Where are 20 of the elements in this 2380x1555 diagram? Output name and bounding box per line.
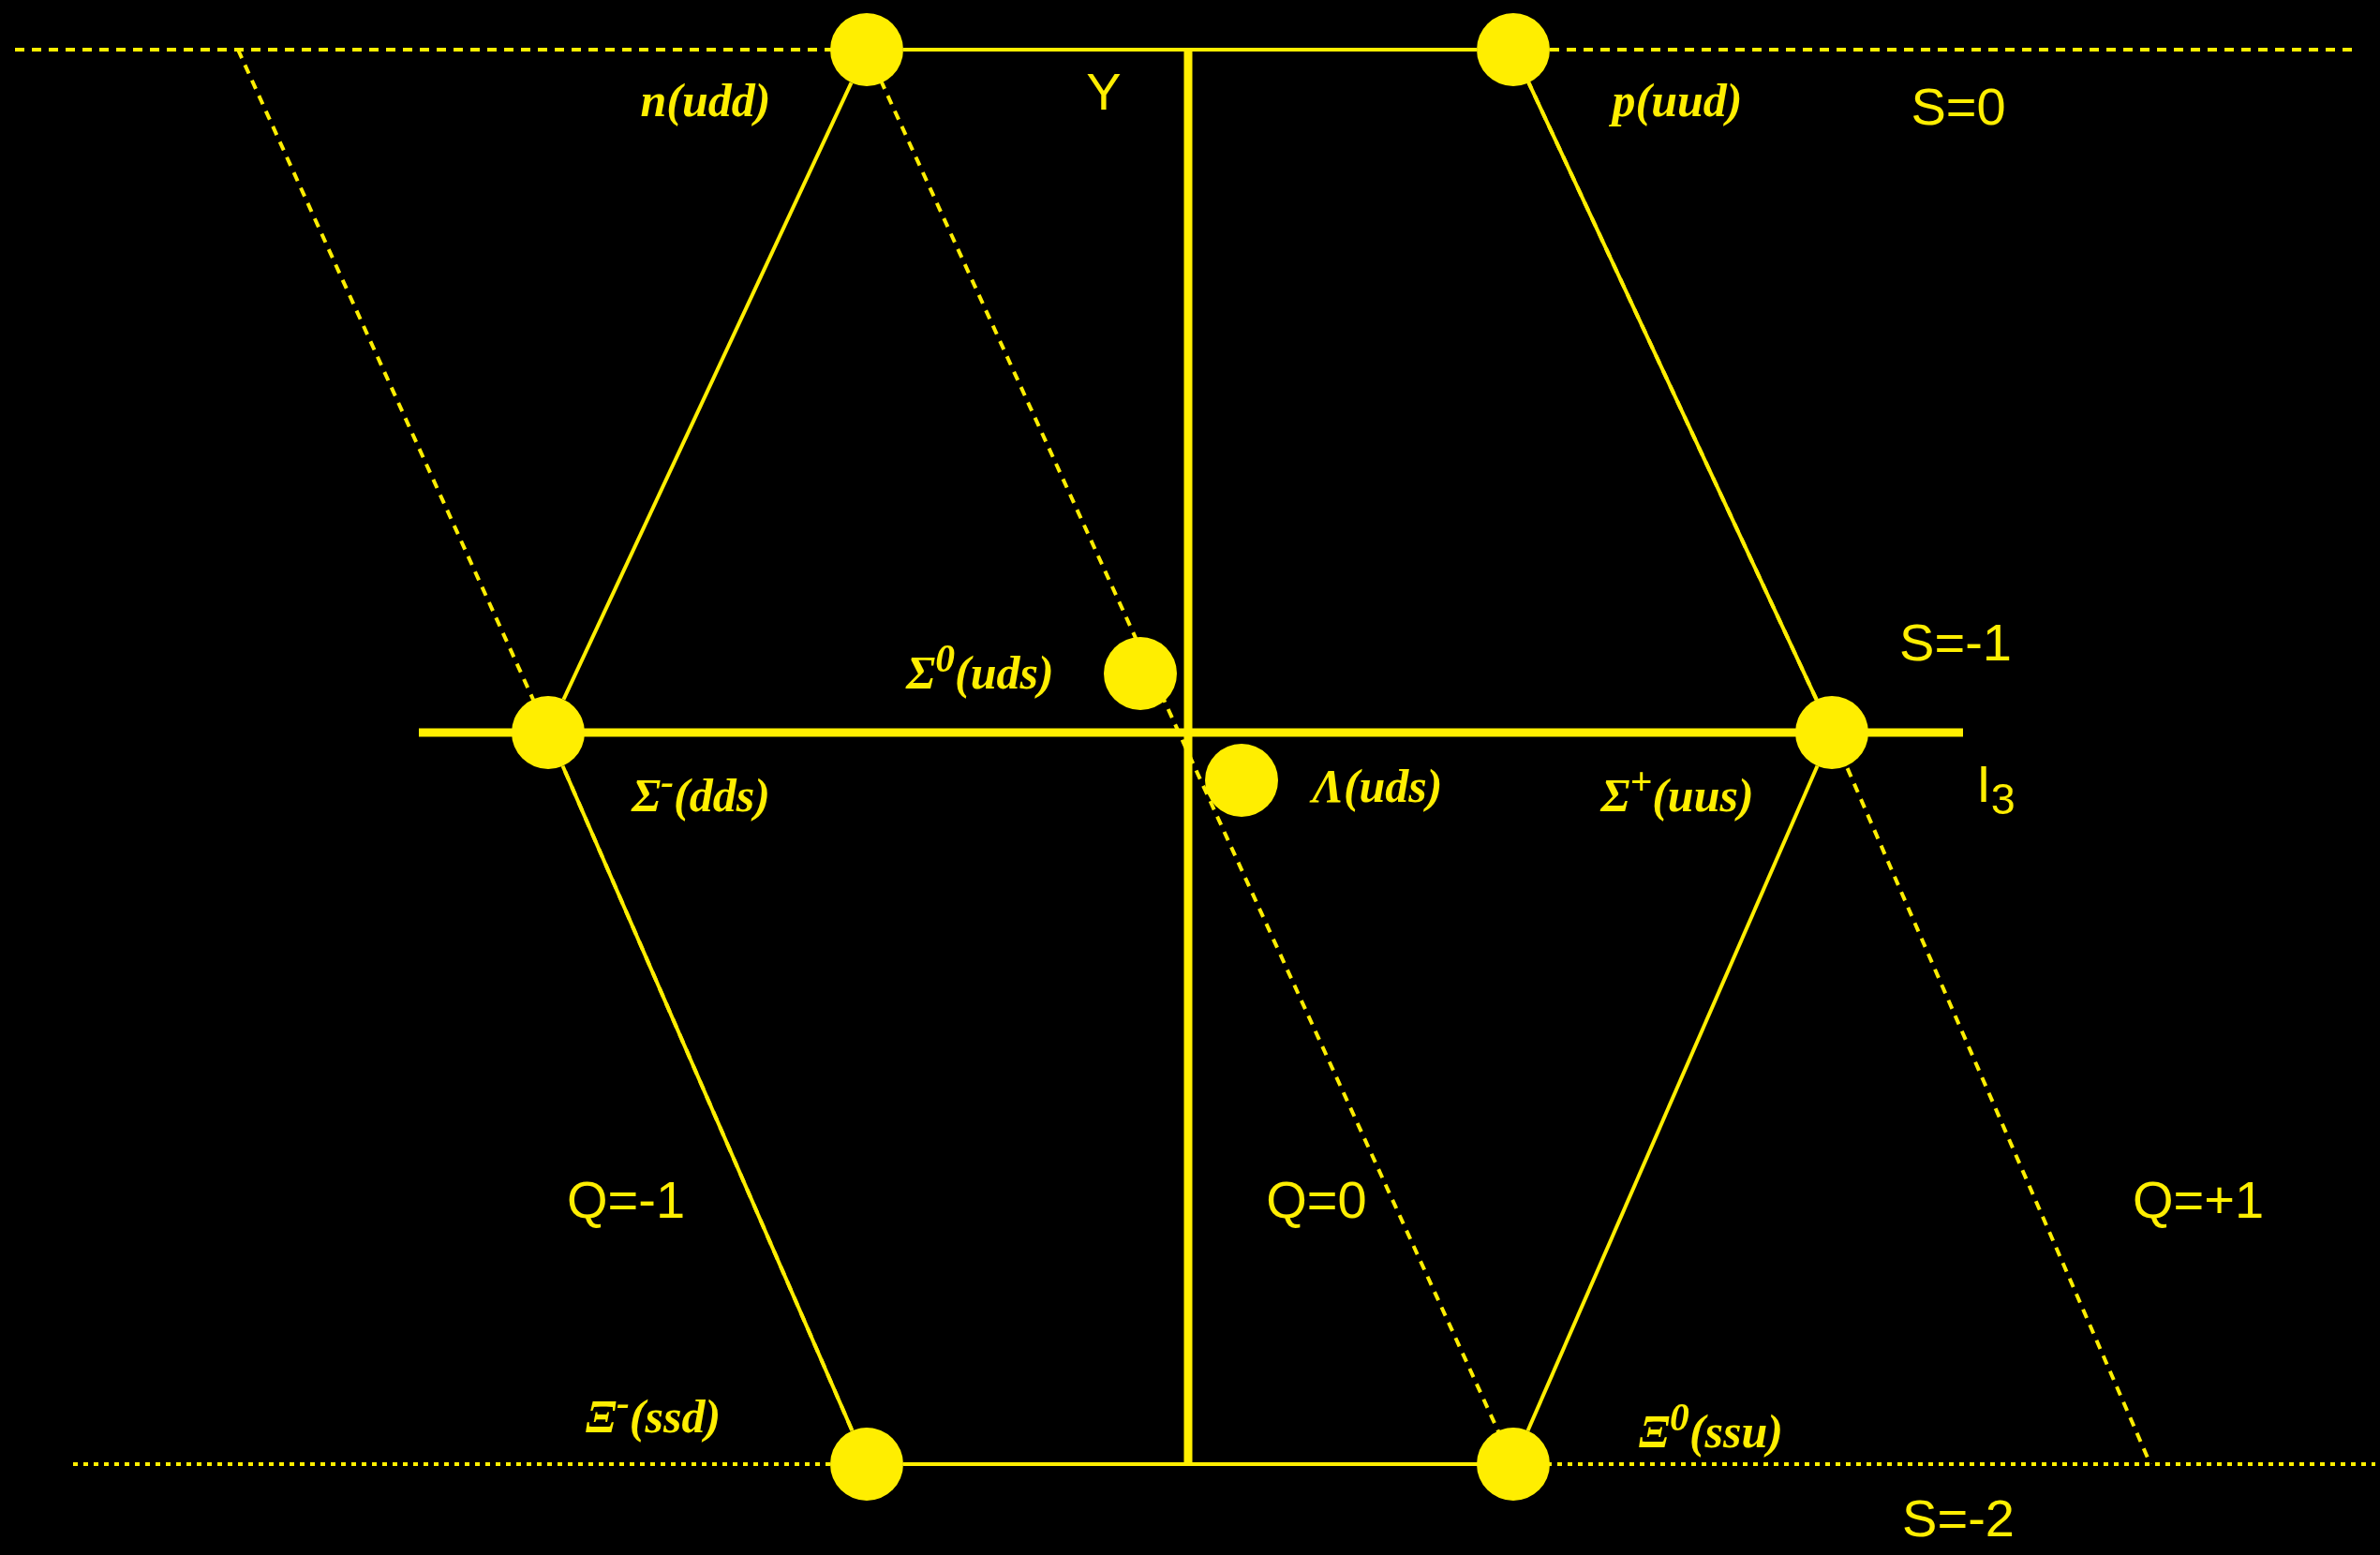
multiplet-line: [1526, 81, 1819, 701]
particle-label: Ξ$^{-}$(ssd): [585, 1380, 721, 1444]
charge-label: Q=-1: [566, 1168, 686, 1230]
strangeness-label: S=0: [1911, 75, 2006, 137]
strangeness-label: S=-2: [1902, 1487, 2015, 1548]
axis-label: Y: [1086, 60, 1122, 122]
multiplet-line: [903, 1462, 1477, 1466]
particle-label: Σ$^{-}$(dds): [632, 759, 770, 822]
charge-label: Q=0: [1266, 1168, 1367, 1230]
particle-label: n(udd): [640, 73, 771, 127]
multiplet-line: [1525, 764, 1820, 1432]
particle-label: Σ$^{+}$(uus): [1600, 759, 1754, 822]
charge-label: Q=+1: [2132, 1168, 2265, 1230]
particle-label: Σ$^{0}$(uds): [906, 636, 1054, 700]
multiplet-line: [561, 81, 854, 701]
multiplet-line: [903, 48, 1477, 52]
multiplet-line: [560, 764, 855, 1432]
axis-label: I$_{3}$: [1976, 753, 2016, 824]
particle-label: Ξ$^{0}$(ssu): [1639, 1395, 1783, 1459]
strangeness-label: S=-1: [1899, 611, 2012, 673]
